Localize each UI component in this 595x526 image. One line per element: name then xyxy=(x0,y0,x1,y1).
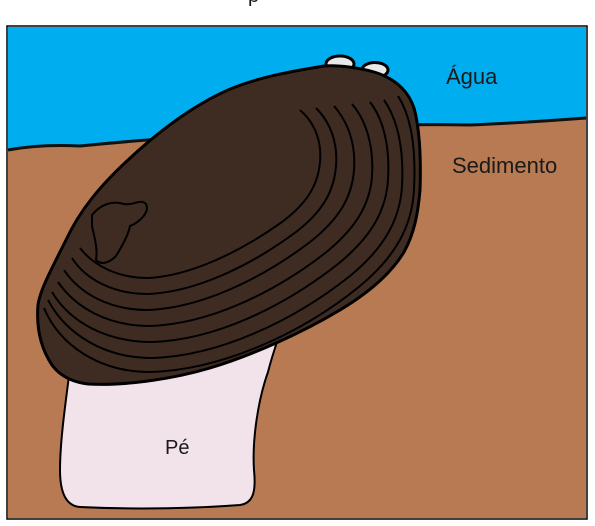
foot-label: Pé xyxy=(165,438,189,458)
top-caption-label: p xyxy=(248,0,259,6)
sediment-label: Sedimento xyxy=(452,155,557,177)
water-label: Água xyxy=(446,66,497,88)
